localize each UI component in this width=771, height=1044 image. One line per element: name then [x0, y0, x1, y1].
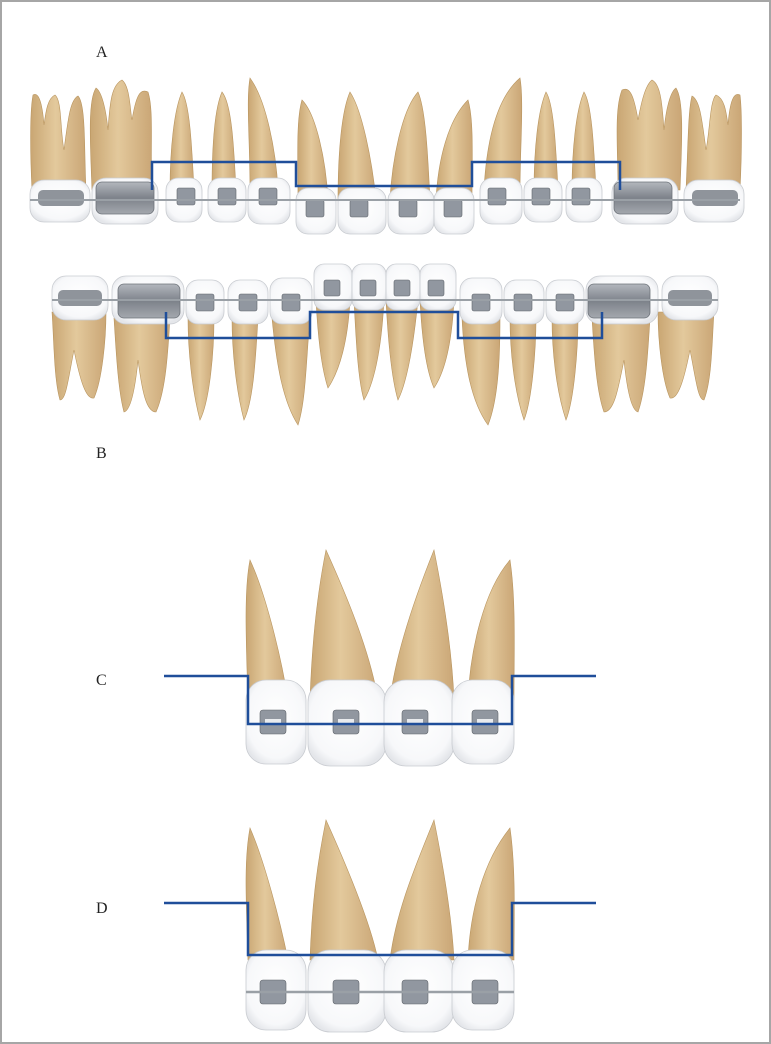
molar-band-icon [95, 181, 155, 215]
panel-label-a: A [96, 44, 108, 61]
tooth-icon [309, 549, 379, 701]
panel-d-incisors [164, 818, 596, 1033]
tooth-icon [571, 91, 597, 191]
molar-band-icon [613, 181, 673, 215]
tooth-icon [389, 818, 455, 961]
bracket-icon [195, 293, 215, 312]
panel-c-incisors [164, 548, 596, 767]
lower-utility-arch [164, 310, 604, 340]
tooth-icon [113, 317, 171, 413]
bracket-icon [359, 279, 377, 297]
panel-label-c: C [96, 672, 107, 689]
tooth-icon [271, 317, 311, 426]
molar-tube-icon [692, 190, 738, 206]
bracket-icon [349, 199, 369, 218]
panel-label-b: B [96, 445, 107, 462]
lower-brackets [195, 279, 575, 312]
tooth-icon [467, 827, 515, 961]
tooth-icon [616, 79, 683, 191]
tooth-icon [231, 317, 259, 421]
tooth-icon [385, 299, 419, 401]
tooth-icon [685, 94, 742, 191]
bracket-icon [555, 293, 575, 312]
tooth-icon [461, 317, 501, 426]
bracket-icon [531, 187, 551, 206]
bracket-icon [217, 187, 237, 206]
bracket-icon [281, 293, 301, 312]
tooth-icon [51, 311, 107, 401]
bracket-icon [238, 293, 258, 312]
molar-tube-icon [668, 290, 712, 306]
bracket-icon [427, 279, 445, 297]
tooth-icon [533, 91, 559, 191]
bracket-icon [571, 187, 591, 206]
lower-arch [51, 263, 719, 426]
bracket-icon [443, 199, 463, 218]
tooth-icon [315, 299, 351, 389]
tooth-icon [389, 548, 455, 701]
upper-molar-bands [38, 181, 738, 215]
bracket-icon [258, 187, 278, 206]
tooth-icon [245, 559, 289, 701]
tooth-icon [467, 559, 515, 701]
tooth-icon [591, 317, 651, 413]
panel-c-utility-arch [164, 674, 596, 726]
tooth-icon [30, 94, 87, 191]
tooth-icon [509, 317, 537, 421]
panel-d-utility-arch [164, 901, 596, 957]
tooth-icon [389, 91, 431, 201]
tooth-icon [337, 91, 377, 201]
upper-arch [29, 77, 745, 235]
tooth-icon [309, 819, 379, 961]
tooth-icon [211, 91, 237, 191]
tooth-icon [169, 91, 195, 191]
tooth-icon [247, 77, 279, 191]
bracket-icon [398, 199, 418, 218]
lower-roots [51, 299, 715, 426]
tooth-icon [89, 79, 153, 191]
tooth-icon [297, 99, 329, 201]
bracket-icon [393, 279, 411, 297]
panel-label-d: D [96, 900, 108, 917]
molar-tube-icon [58, 290, 102, 306]
bracket-icon [471, 293, 491, 312]
bracket-icon [176, 187, 196, 206]
tooth-icon [551, 317, 579, 421]
tooth-icon [657, 311, 715, 401]
tooth-icon [353, 299, 385, 401]
molar-tube-icon [38, 190, 84, 206]
tooth-icon [187, 317, 215, 421]
tooth-icon [419, 299, 455, 389]
bracket-icon [323, 279, 341, 297]
bracket-icon [305, 199, 325, 218]
tooth-icon [245, 826, 289, 961]
bracket-icon [513, 293, 533, 312]
tooth-icon [483, 77, 523, 191]
upper-utility-arch [150, 160, 622, 190]
bracket-icon [487, 187, 507, 206]
